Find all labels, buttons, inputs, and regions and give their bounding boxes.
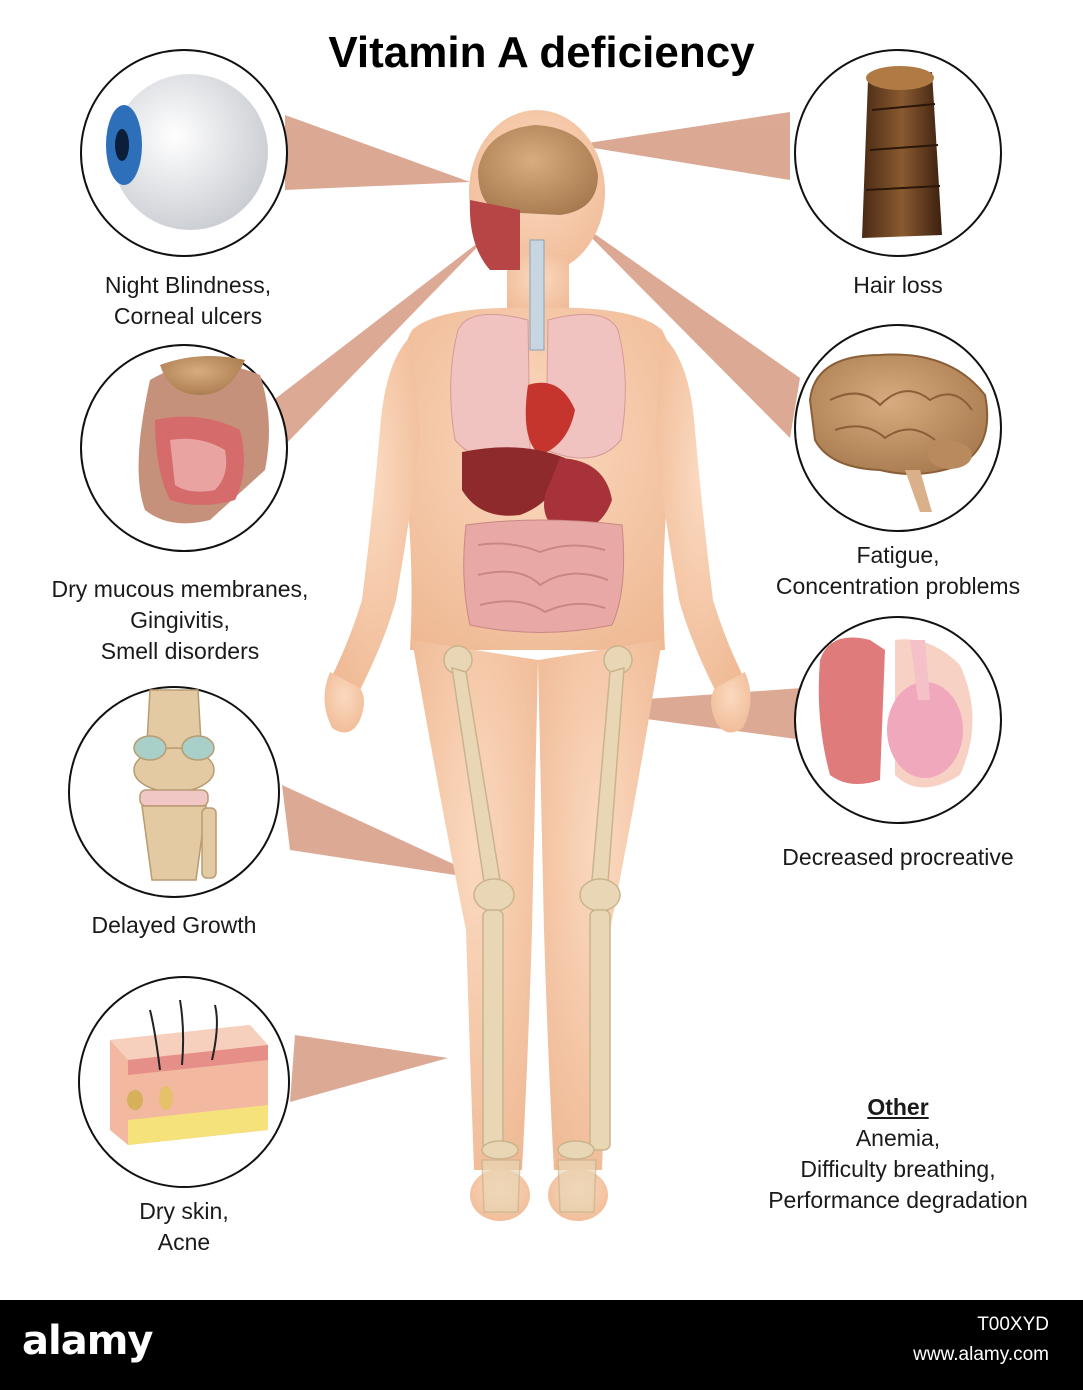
- anatomy-illustration: [68, 49, 1002, 1221]
- testis-icon: [818, 637, 973, 788]
- wedge-skin: [290, 1035, 448, 1102]
- internal-organs: [450, 125, 626, 633]
- wedge-knee: [282, 785, 488, 880]
- label-skin: Dry skin, Acne: [139, 1198, 229, 1255]
- wedge-eye: [285, 115, 470, 190]
- site-url[interactable]: www.alamy.com: [913, 1344, 1049, 1365]
- label-knee: Delayed Growth: [91, 912, 257, 938]
- other-item: Performance degradation: [768, 1187, 1028, 1213]
- label-hair: Hair loss: [853, 272, 943, 298]
- hair-shaft-icon: [862, 66, 942, 238]
- alamy-logo[interactable]: alamy: [22, 1318, 153, 1364]
- knee-joint-icon: [133, 689, 217, 881]
- other-heading: Other: [867, 1094, 929, 1120]
- leg-skeleton: [443, 645, 633, 1213]
- other-box: Other Anemia, Difficulty breathing, Perf…: [740, 1092, 1056, 1216]
- stock-banner: alamy T00XYD www.alamy.com: [0, 1300, 1083, 1390]
- label-brain: Fatigue, Concentration problems: [775, 542, 1021, 599]
- wedge-brain: [572, 218, 800, 438]
- label-eye: Night Blindness, Corneal ulcers: [104, 272, 272, 329]
- image-id: T00XYD: [977, 1314, 1049, 1335]
- label-nose: Dry mucous membranes, Gingivitis, Smell …: [51, 576, 309, 664]
- label-repro: Decreased procreative: [782, 844, 1014, 870]
- other-item: Anemia,: [855, 1125, 941, 1151]
- wedge-nose: [258, 232, 492, 448]
- skin-layers-icon: [110, 999, 268, 1145]
- wedge-hair: [575, 112, 790, 180]
- other-item: Difficulty breathing,: [800, 1156, 996, 1182]
- brain-icon: [808, 353, 989, 512]
- nasal-cavity-icon: [138, 356, 269, 524]
- eye-icon: [106, 74, 268, 230]
- page-title: Vitamin A deficiency: [328, 28, 755, 77]
